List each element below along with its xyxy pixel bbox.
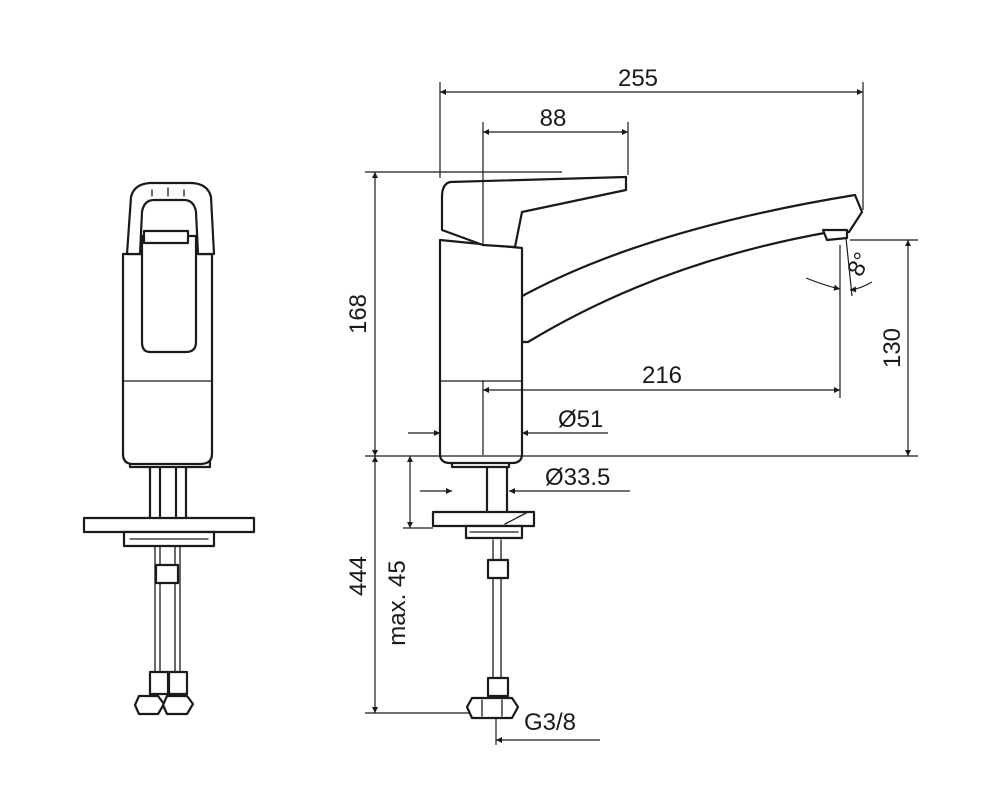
dimension-lines — [365, 82, 918, 745]
dim-spout-height: 130 — [879, 328, 906, 368]
dim-total-length: 444 — [345, 556, 372, 596]
dimension-labels: 255 88 168 130 216 Ø51 Ø33.5 8° 444 max.… — [345, 65, 906, 736]
dim-body-diameter: Ø51 — [558, 406, 603, 433]
dim-max-thickness: max. 45 — [384, 560, 411, 645]
aerator — [821, 228, 849, 242]
dim-lever-length: 88 — [540, 105, 567, 132]
dim-connection-thread: G3/8 — [524, 709, 576, 736]
front-hoses — [133, 463, 195, 716]
dim-spout-reach: 216 — [642, 362, 682, 389]
front-lever-cap — [142, 229, 190, 245]
side-view — [431, 175, 864, 720]
side-body — [438, 238, 524, 465]
front-spout — [140, 234, 198, 354]
side-spout — [513, 193, 864, 344]
front-mounting-plate — [82, 516, 256, 548]
side-lever — [440, 175, 628, 249]
dim-shank-diameter: Ø33.5 — [545, 464, 610, 491]
dim-height: 168 — [345, 294, 372, 334]
side-mounting-plate — [431, 510, 536, 540]
front-lever — [125, 181, 216, 256]
front-view — [82, 181, 256, 716]
side-hose — [465, 454, 520, 720]
dim-overall-width: 255 — [618, 65, 658, 92]
